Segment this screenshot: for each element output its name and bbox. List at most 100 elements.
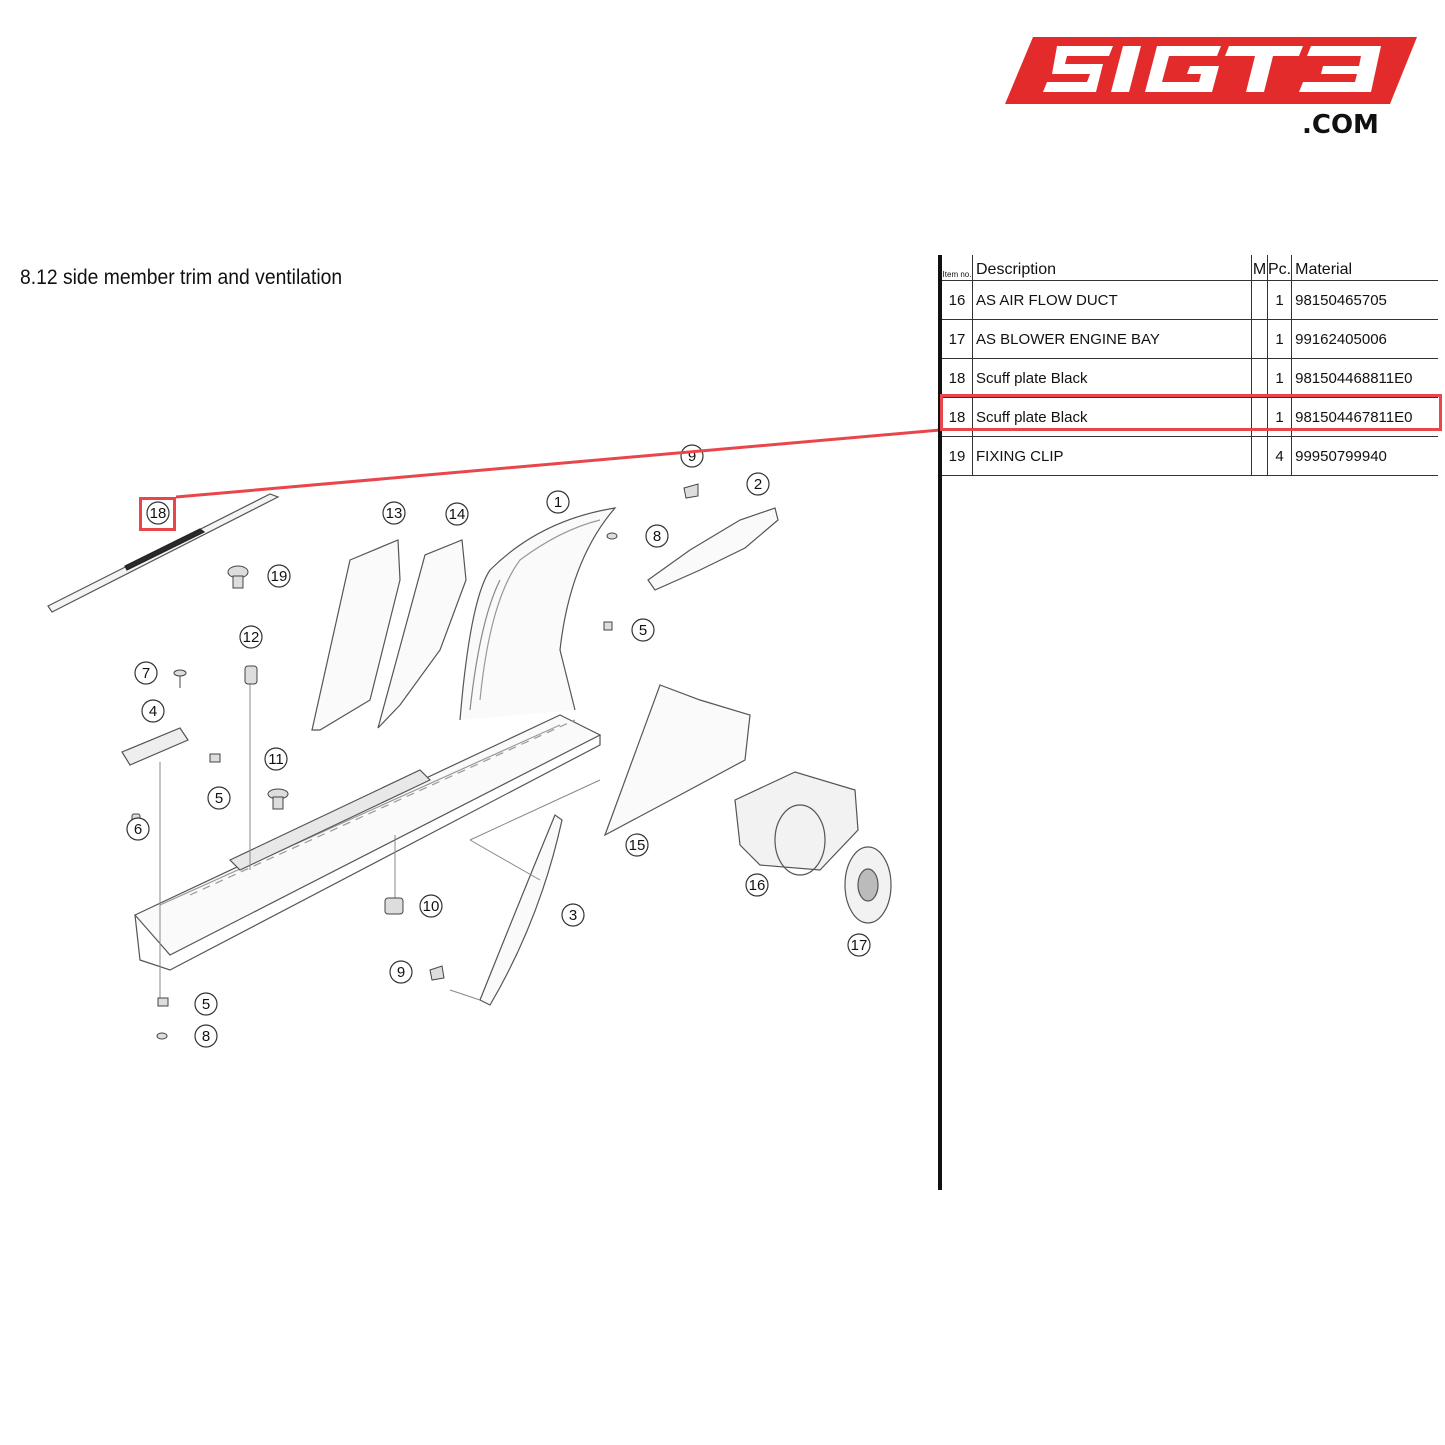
cell-pc: 1: [1266, 280, 1292, 320]
cell-m: [1251, 436, 1268, 476]
svg-text:6: 6: [134, 821, 142, 838]
screw-8-top: [606, 532, 618, 540]
cell-item: 16: [942, 280, 973, 320]
svg-text:1: 1: [554, 494, 562, 511]
scuff-plate-part: [47, 493, 280, 613]
svg-text:12: 12: [243, 629, 260, 646]
screw-7: [173, 669, 187, 688]
callout-14: 14: [445, 502, 469, 526]
duct-part-15: [603, 684, 751, 837]
svg-text:7: 7: [142, 665, 150, 682]
header-m: M: [1251, 255, 1268, 281]
clip-12: [244, 665, 258, 685]
callout-7: 7: [134, 661, 158, 685]
callout-18: 18: [146, 501, 170, 525]
nut-5-bottom: [157, 997, 169, 1007]
side-sill-part: [134, 714, 602, 971]
callout-4: 4: [141, 699, 165, 723]
table-row[interactable]: 17 AS BLOWER ENGINE BAY 1 99162405006: [942, 319, 1439, 359]
table-row[interactable]: 18 Scuff plate Black 1 981504468811E0: [942, 358, 1439, 398]
brand-logo: [1005, 37, 1417, 104]
trim-panel-13: [311, 539, 401, 731]
svg-text:13: 13: [386, 505, 403, 522]
callout-6: 6: [126, 817, 150, 841]
svg-text:5: 5: [639, 622, 647, 639]
cell-item: 17: [942, 319, 973, 359]
cell-material: 981504468811E0: [1291, 358, 1439, 398]
svg-text:5: 5: [215, 790, 223, 807]
cell-m: [1251, 280, 1268, 320]
strip-part-3: [479, 814, 563, 1006]
svg-text:3: 3: [569, 907, 577, 924]
cell-item: 19: [942, 436, 973, 476]
svg-text:5: 5: [202, 996, 210, 1013]
highlight-connector-line: [175, 428, 941, 499]
trim-panel-14: [377, 539, 467, 729]
blower-part-17: [844, 846, 892, 924]
svg-text:9: 9: [688, 448, 696, 465]
bracket-part-2: [647, 507, 779, 591]
cell-description: AS BLOWER ENGINE BAY: [972, 319, 1252, 359]
pillar-part: [459, 507, 617, 721]
cell-description: FIXING CLIP: [972, 436, 1252, 476]
page-title: 8.12 side member trim and ventilation: [20, 266, 343, 289]
nut-5-top: [603, 621, 613, 631]
cell-pc: 1: [1266, 358, 1292, 398]
callout-2: 2: [746, 472, 770, 496]
svg-text:15: 15: [629, 837, 646, 854]
svg-text:9: 9: [397, 964, 405, 981]
svg-text:14: 14: [449, 506, 466, 523]
callout-12: 12: [239, 625, 263, 649]
cell-pc: 1: [1266, 319, 1292, 359]
callout-5-left: 5: [207, 786, 231, 810]
header-material: Material: [1291, 255, 1439, 281]
air-flow-duct-part-16: [734, 771, 859, 876]
clip-9-bottom: [429, 965, 445, 981]
selected-row-highlight: [940, 394, 1442, 431]
header-description: Description: [972, 255, 1252, 281]
logo-domain-suffix: .COM: [1302, 110, 1379, 140]
cell-description: Scuff plate Black: [972, 358, 1252, 398]
svg-text:2: 2: [754, 476, 762, 493]
svg-text:19: 19: [271, 568, 288, 585]
table-row[interactable]: 16 AS AIR FLOW DUCT 1 98150465705: [942, 280, 1439, 320]
clip-11: [267, 788, 289, 810]
bracket-part-4: [121, 727, 189, 766]
callout-8-top: 8: [645, 524, 669, 548]
callout-3: 3: [561, 903, 585, 927]
nut-5-left: [209, 753, 221, 763]
cell-material: 99162405006: [1291, 319, 1439, 359]
svg-text:17: 17: [851, 937, 868, 954]
callout-10: 10: [419, 894, 443, 918]
callout-5-bottom: 5: [194, 992, 218, 1016]
cell-description: AS AIR FLOW DUCT: [972, 280, 1252, 320]
cell-m: [1251, 397, 1268, 437]
cell-pc: 4: [1266, 436, 1292, 476]
clip-9-top: [683, 483, 699, 499]
table-header-row: Item no. Description M Pc. Material: [942, 255, 1439, 281]
callout-18-highlight: [139, 497, 176, 531]
table-row[interactable]: 19 FIXING CLIP 4 99950799940: [942, 436, 1439, 476]
cell-item: 18: [942, 358, 973, 398]
fixing-clip-19: [227, 565, 249, 589]
callout-9-bottom: 9: [389, 960, 413, 984]
callout-17: 17: [847, 933, 871, 957]
callout-9-top: 9: [680, 444, 704, 468]
cell-m: [1251, 319, 1268, 359]
screw-8-bottom: [156, 1032, 168, 1040]
callout-15: 15: [625, 833, 649, 857]
parts-table: Item no. Description M Pc. Material 16 A…: [942, 255, 1439, 476]
header-pc: Pc.: [1266, 255, 1292, 281]
cell-material: 99950799940: [1291, 436, 1439, 476]
table-divider: [938, 255, 942, 1190]
callout-8-bottom: 8: [194, 1024, 218, 1048]
header-item-no: Item no.: [942, 255, 973, 281]
svg-text:10: 10: [423, 898, 440, 915]
svg-text:8: 8: [202, 1028, 210, 1045]
callout-5-top: 5: [631, 618, 655, 642]
svg-text:4: 4: [149, 703, 157, 720]
nut-10: [384, 897, 404, 915]
svg-text:16: 16: [749, 877, 766, 894]
callout-13: 13: [382, 501, 406, 525]
